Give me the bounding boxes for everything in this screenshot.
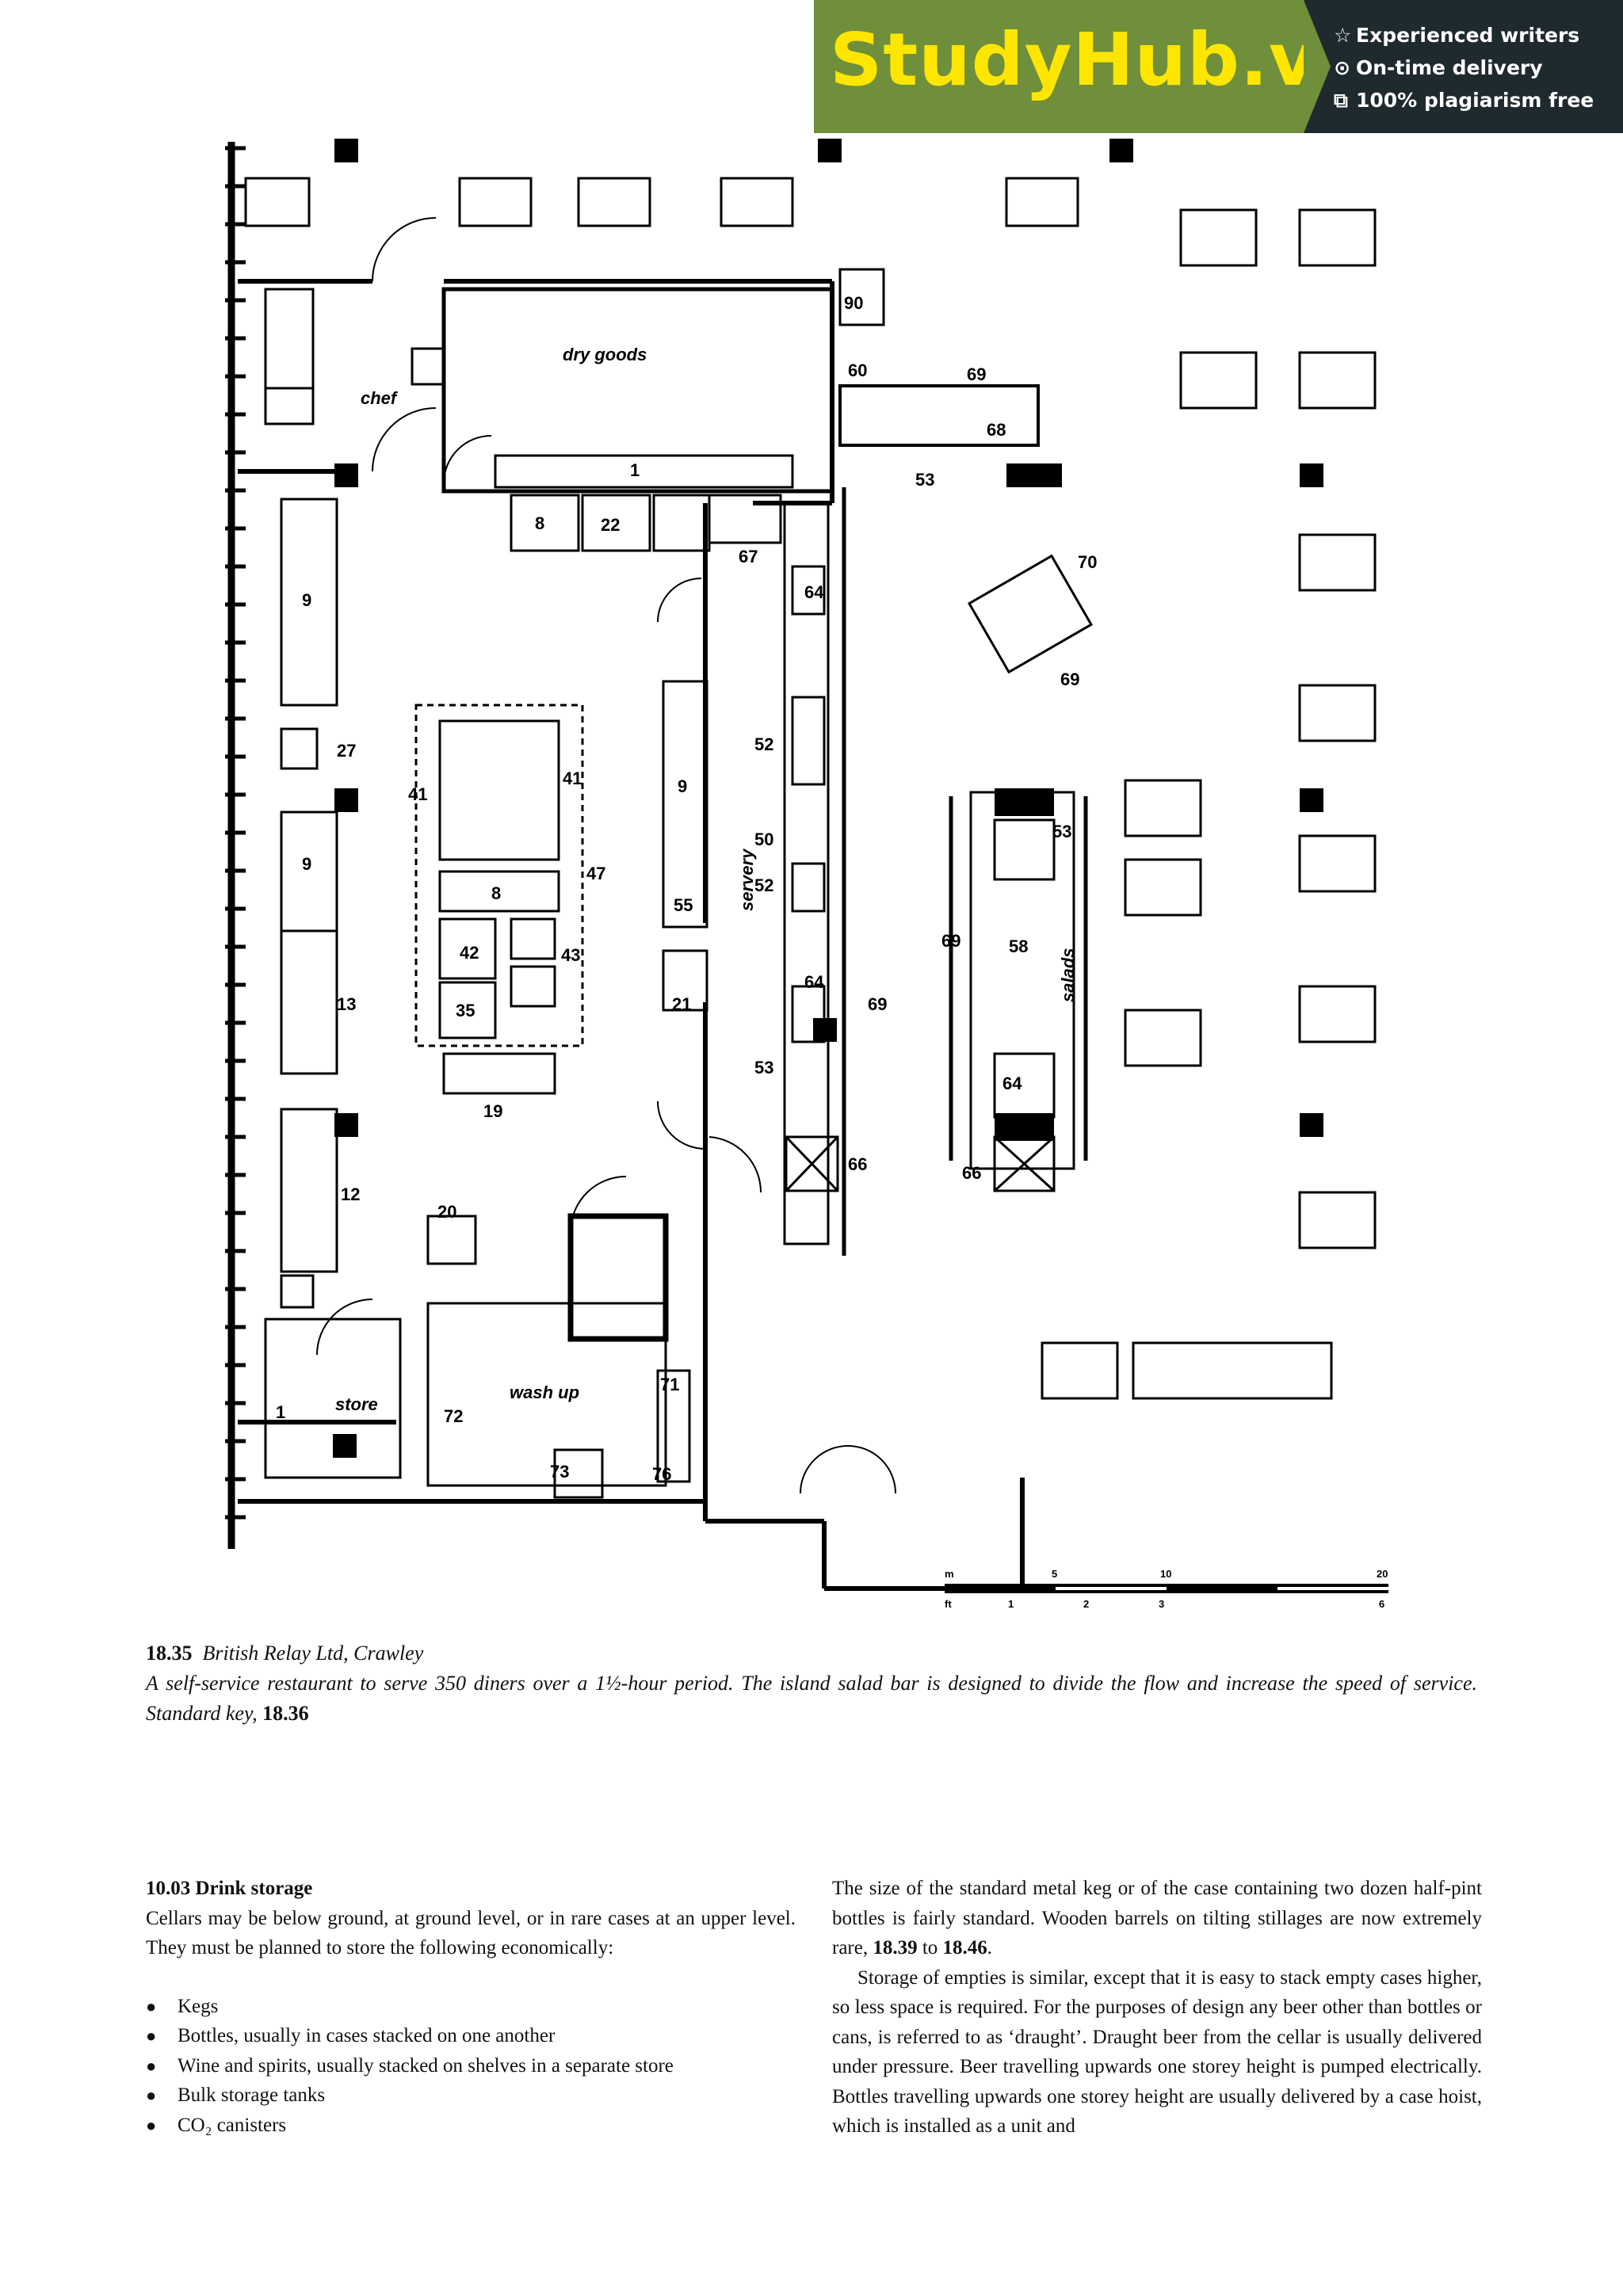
scale-m-label: m xyxy=(945,1568,954,1580)
label-41a: 41 xyxy=(408,784,427,804)
storage-list: Kegs Bottles, usually in cases stacked o… xyxy=(146,1992,796,2141)
list-item: Kegs xyxy=(146,1992,796,2022)
scale-ft-tick-3: 3 xyxy=(1159,1598,1164,1610)
label-wash-up: wash up xyxy=(510,1383,579,1402)
label-55: 55 xyxy=(674,895,693,915)
scale-bar: m 5 10 20 ft 1 2 3 6 xyxy=(945,1565,1388,1612)
paragraph-empties: Storage of empties is similar, except th… xyxy=(832,1966,1482,2138)
label-67: 67 xyxy=(739,547,758,566)
list-item: Bulk storage tanks xyxy=(146,2081,796,2111)
section-heading: 10.03 Drink storage xyxy=(146,1878,313,1899)
caption-title-line: 18.35 British Relay Ltd, Crawley xyxy=(146,1638,1477,1669)
label-64a: 64 xyxy=(804,582,824,602)
caption-description-line: A self-service restaurant to serve 350 d… xyxy=(146,1669,1477,1729)
label-42: 42 xyxy=(460,943,479,963)
label-43: 43 xyxy=(561,945,580,965)
label-8b: 8 xyxy=(491,883,501,903)
figure-description: A self-service restaurant to serve 350 d… xyxy=(146,1672,1477,1725)
label-53c: 53 xyxy=(1052,822,1071,841)
label-64c: 64 xyxy=(1002,1074,1022,1093)
banner-brand-panel: StudyHub.vip xyxy=(814,0,1395,133)
feature-on-time-delivery: ⊙On-time delivery xyxy=(1334,51,1594,84)
scale-m-tick-5: 5 xyxy=(1052,1568,1057,1580)
scale-ft-tick-1: 1 xyxy=(1008,1598,1014,1610)
studyhub-banner[interactable]: StudyHub.vip ☆Experienced writers ⊙On-ti… xyxy=(814,0,1623,133)
label-73: 73 xyxy=(550,1462,569,1482)
list-item: CO₂ canisters xyxy=(146,2111,796,2141)
label-dry-goods: dry goods xyxy=(563,345,647,364)
label-53b: 53 xyxy=(754,1058,773,1077)
paragraph-keg-size: The size of the standard metal keg or of… xyxy=(832,1878,1482,1958)
figure-caption: 18.35 British Relay Ltd, Crawley A self-… xyxy=(146,1638,1477,1729)
label-66a: 66 xyxy=(848,1154,867,1174)
floor-plan-drawing: dry goods chef 1 8 22 67 9 27 9 13 12 20… xyxy=(225,139,1377,1591)
label-68: 68 xyxy=(987,420,1006,440)
label-store: store xyxy=(335,1394,378,1414)
floor-plan: dry goods chef 1 8 22 67 9 27 9 13 12 20… xyxy=(214,131,1403,1620)
figure-ref-18-46[interactable]: 18.46 xyxy=(942,1937,987,1958)
label-50: 50 xyxy=(754,830,773,849)
label-52a: 52 xyxy=(754,734,773,754)
label-69d: 69 xyxy=(941,931,960,951)
list-item: Bottles, usually in cases stacked on one… xyxy=(146,2021,796,2051)
scale-m-tick-10: 10 xyxy=(1160,1568,1171,1580)
plan-labels: dry goods chef 1 8 22 67 9 27 9 13 12 20… xyxy=(276,293,1097,1484)
label-69a: 69 xyxy=(967,364,986,384)
feature-plagiarism-free: ⧉100% plagiarism free xyxy=(1334,84,1594,116)
text-column-right: The size of the standard metal keg or of… xyxy=(832,1874,1482,2142)
brand-logo[interactable]: StudyHub.vip xyxy=(830,17,1396,102)
star-icon: ☆ xyxy=(1334,24,1352,47)
scale-ft-label: ft xyxy=(945,1598,952,1610)
label-76: 76 xyxy=(652,1464,671,1484)
label-27: 27 xyxy=(337,741,356,761)
label-69c: 69 xyxy=(1060,669,1079,689)
clock-icon: ⊙ xyxy=(1334,56,1350,79)
label-22: 22 xyxy=(601,515,620,535)
label-53a: 53 xyxy=(915,470,934,490)
copy-icon: ⧉ xyxy=(1334,89,1348,112)
label-47: 47 xyxy=(586,864,605,883)
feature-list: ☆Experienced writers ⊙On-time delivery ⧉… xyxy=(1334,19,1594,116)
label-servery: servery xyxy=(737,848,757,911)
label-9c: 9 xyxy=(678,776,687,796)
list-item: Wine and spirits, usually stacked on she… xyxy=(146,2051,796,2081)
label-chef: chef xyxy=(361,388,399,408)
label-72: 72 xyxy=(444,1406,463,1426)
label-12: 12 xyxy=(341,1184,360,1204)
label-1: 1 xyxy=(630,460,640,480)
label-66b: 66 xyxy=(962,1163,981,1183)
scale-m-tick-20: 20 xyxy=(1377,1568,1388,1580)
label-35: 35 xyxy=(456,1001,475,1020)
scale-ft-tick-2: 2 xyxy=(1083,1598,1089,1610)
label-9b: 9 xyxy=(302,854,311,874)
label-19: 19 xyxy=(483,1101,502,1121)
label-69b: 69 xyxy=(868,994,887,1014)
label-90: 90 xyxy=(844,293,863,313)
label-8: 8 xyxy=(535,513,544,533)
banner-arrow-shape xyxy=(1304,0,1331,133)
scale-ft-tick-6: 6 xyxy=(1379,1598,1384,1610)
label-52b: 52 xyxy=(754,875,773,895)
figure-title: British Relay Ltd, Crawley xyxy=(202,1642,424,1665)
label-58: 58 xyxy=(1009,936,1028,956)
figure-number: 18.35 xyxy=(146,1642,193,1665)
feature-experienced-writers: ☆Experienced writers xyxy=(1334,19,1594,51)
label-71: 71 xyxy=(660,1375,679,1394)
banner-features-panel xyxy=(1304,0,1623,133)
scale-bar-graphic: m 5 10 20 ft 1 2 3 6 xyxy=(945,1568,1388,1610)
label-60: 60 xyxy=(848,360,867,380)
label-1b: 1 xyxy=(276,1402,285,1422)
figure-ref-18-39[interactable]: 18.39 xyxy=(873,1937,918,1958)
label-20: 20 xyxy=(437,1202,456,1222)
label-64b: 64 xyxy=(804,972,824,992)
label-salads: salads xyxy=(1058,948,1078,1003)
label-41b: 41 xyxy=(563,769,582,788)
label-70: 70 xyxy=(1078,552,1097,572)
section-intro: Cellars may be below ground, at ground l… xyxy=(146,1907,796,1959)
label-21: 21 xyxy=(672,994,691,1014)
label-9a: 9 xyxy=(302,590,311,610)
text-column-left: 10.03 Drink storage Cellars may be below… xyxy=(146,1874,796,2140)
label-13: 13 xyxy=(337,994,356,1014)
figure-key-ref[interactable]: 18.36 xyxy=(262,1702,309,1725)
